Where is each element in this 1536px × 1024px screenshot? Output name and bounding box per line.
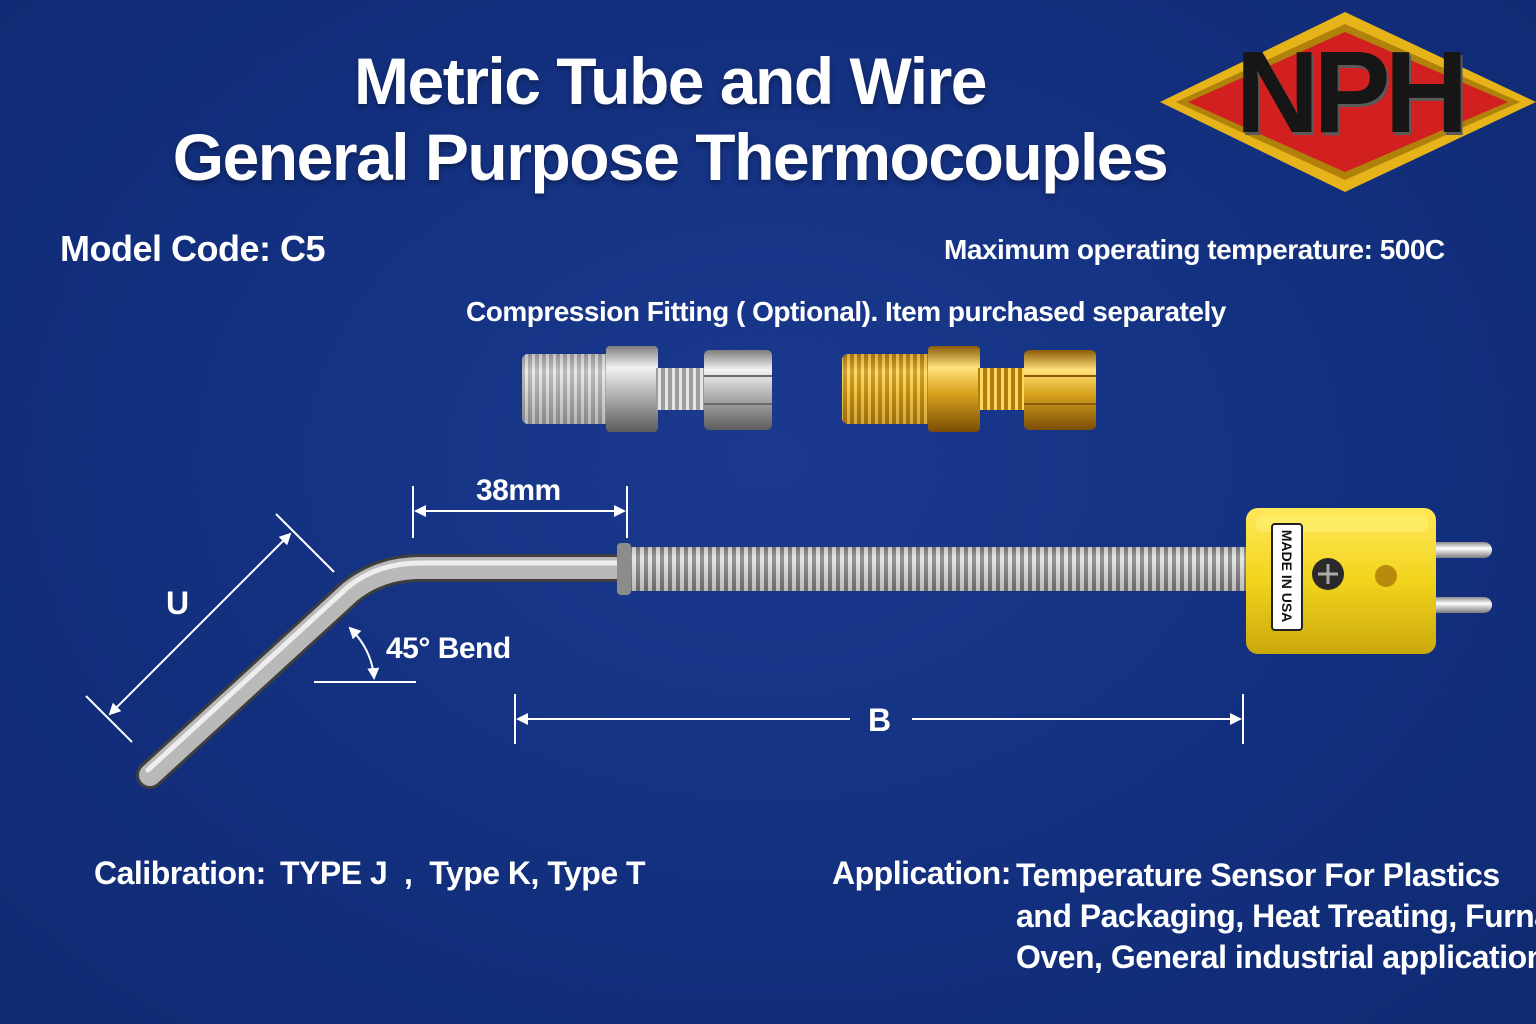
fitting-caption: Compression Fitting ( Optional). Item pu… [466,296,1226,327]
connector-pin-top [1426,542,1492,558]
dimension-b: B [868,702,891,738]
bend-angle-label: 45° Bend [386,632,511,665]
dimension-38mm: 38mm [476,474,561,507]
dimension-lines [85,486,1244,744]
calibration-value: TYPE J , Type K, Type T [280,855,646,891]
connector-stamp-text: MADE IN USA [1279,529,1295,623]
title-line-2: General Purpose Thermocouples [172,120,1169,194]
title-line-1: Metric Tube and Wire [354,44,987,118]
calibration-label: Calibration: [94,855,266,891]
max-temperature: Maximum operating temperature: 500C [944,234,1445,265]
nph-logo [1160,12,1536,192]
connector-pin-bottom [1426,597,1492,613]
spring-armor [617,543,1255,595]
model-code: Model Code: C5 [60,228,326,269]
application-line-1: Temperature Sensor For Plastics [1016,857,1500,893]
application-label: Application: [832,855,1011,891]
nph-logo-text: NPH [1235,27,1469,157]
application-line-2: and Packaging, Heat Treating, Furnace, [1016,898,1536,934]
probe-tube [136,554,639,789]
dimension-u: U [166,585,189,621]
stainless-steel-compression-fitting [522,346,772,432]
application-text: Temperature Sensor For Plastics and Pack… [1016,855,1536,978]
application-line-3: Oven, General industrial applications [1016,939,1536,975]
made-in-usa-stamp [1271,523,1303,631]
brass-compression-fitting [842,346,1096,432]
mini-connector [1246,508,1492,654]
